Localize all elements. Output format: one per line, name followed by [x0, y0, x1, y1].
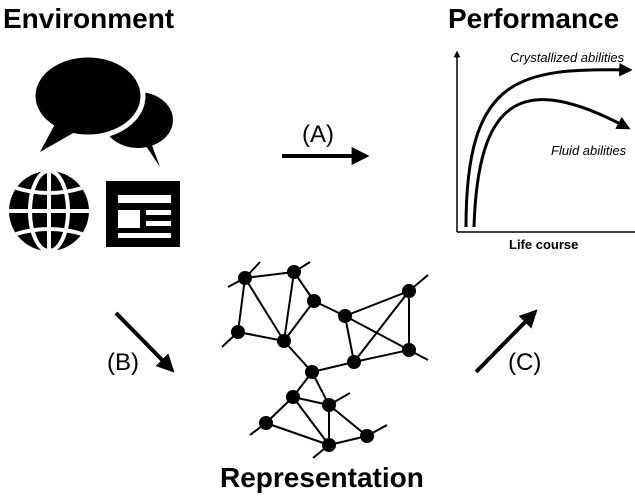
network-node	[277, 334, 291, 348]
network-graph-icon	[221, 261, 429, 459]
performance-heading: Performance	[448, 3, 620, 34]
network-node	[322, 438, 336, 452]
arrow-b	[114, 311, 175, 373]
environment-heading: Environment	[3, 3, 175, 34]
speech-bubbles-icon	[30, 52, 177, 167]
network-node	[338, 309, 352, 323]
network-node	[402, 343, 416, 357]
crystallized-curve	[464, 63, 633, 228]
arrow-c	[474, 309, 538, 374]
newspaper-icon	[106, 181, 180, 247]
globe-icon	[9, 169, 89, 253]
network-node	[347, 355, 361, 369]
arrow-a-label: (A)	[302, 121, 334, 148]
representation-heading: Representation	[220, 462, 424, 493]
network-node	[307, 294, 321, 308]
fluid-label: Fluid abilities	[551, 143, 627, 158]
network-node	[259, 416, 273, 430]
arrow-c-label: (C)	[508, 349, 542, 376]
network-node	[287, 265, 301, 279]
crystallized-label: Crystallized abilities	[510, 50, 625, 65]
network-node	[238, 271, 252, 285]
performance-chart: Crystallized abilities Fluid abilities L…	[453, 50, 635, 252]
network-node	[305, 365, 319, 379]
network-node	[402, 284, 416, 298]
network-node	[360, 429, 374, 443]
arrow-b-label: (B)	[107, 349, 139, 376]
chart-x-label: Life course	[509, 237, 578, 252]
network-node	[286, 390, 300, 404]
network-node	[322, 398, 336, 412]
network-node	[231, 325, 245, 339]
fluid-curve	[472, 98, 631, 228]
